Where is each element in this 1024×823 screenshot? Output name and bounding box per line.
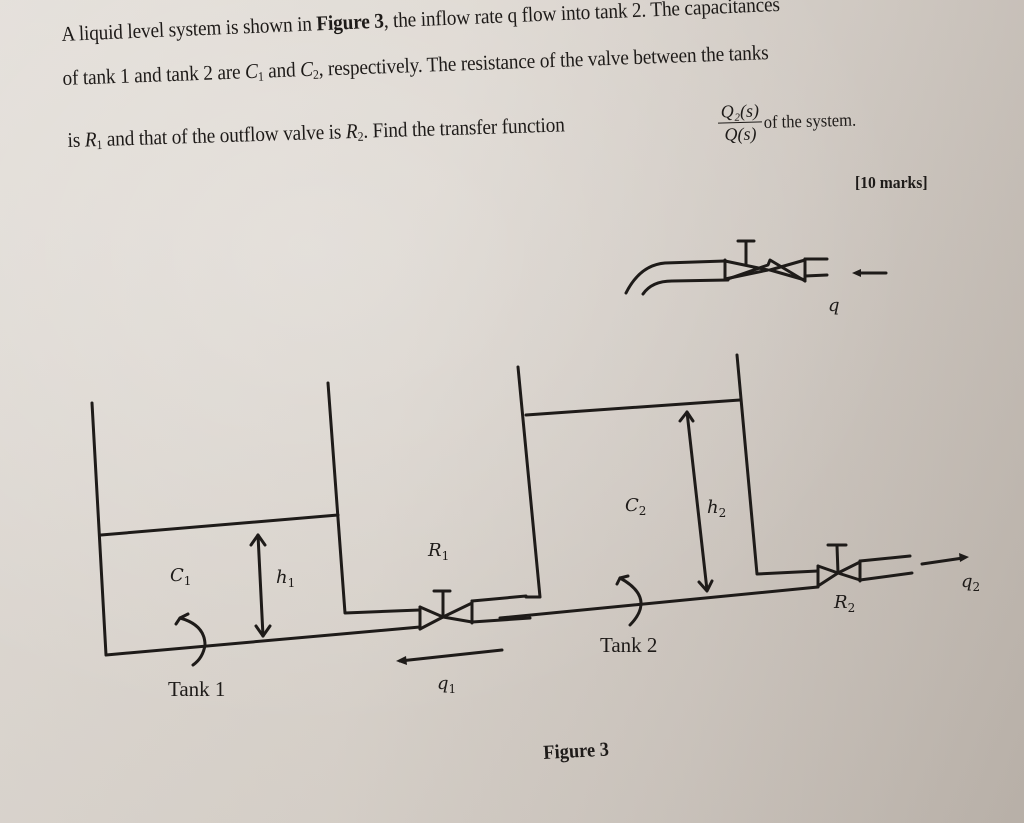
figure-caption: Figure 3 bbox=[542, 738, 610, 765]
q2-label: q2 bbox=[961, 571, 981, 594]
tank-2-label: Tank 2 bbox=[600, 633, 658, 657]
r1-label: R1 bbox=[428, 540, 450, 563]
valve-r2 bbox=[816, 543, 914, 588]
h1-arrow bbox=[249, 533, 272, 638]
c1-rotate-arrow bbox=[174, 612, 207, 667]
c1-label: C1 bbox=[170, 565, 192, 588]
inflow-pipe-valve bbox=[624, 239, 829, 296]
tank-1 bbox=[90, 381, 422, 657]
q1-arrow bbox=[396, 648, 504, 665]
valve-r1 bbox=[418, 589, 532, 631]
marks-label: [10 marks] bbox=[855, 173, 928, 192]
h2-arrow bbox=[678, 410, 714, 593]
c2-label: C2 bbox=[625, 495, 647, 518]
q1-label: q1 bbox=[437, 673, 457, 696]
c2-rotate-arrow bbox=[615, 574, 643, 627]
r2-label: R2 bbox=[834, 592, 856, 615]
q2-arrow bbox=[920, 553, 969, 566]
tank-1-liquid-level bbox=[99, 513, 340, 537]
tank-1-label: Tank 1 bbox=[168, 677, 226, 701]
inflow-label: q bbox=[828, 295, 840, 316]
tank-2-liquid-level bbox=[524, 398, 742, 417]
h1-label: h1 bbox=[276, 567, 296, 590]
inflow-arrow bbox=[852, 269, 888, 277]
h2-label: h2 bbox=[707, 497, 727, 520]
tank-2 bbox=[498, 353, 820, 620]
